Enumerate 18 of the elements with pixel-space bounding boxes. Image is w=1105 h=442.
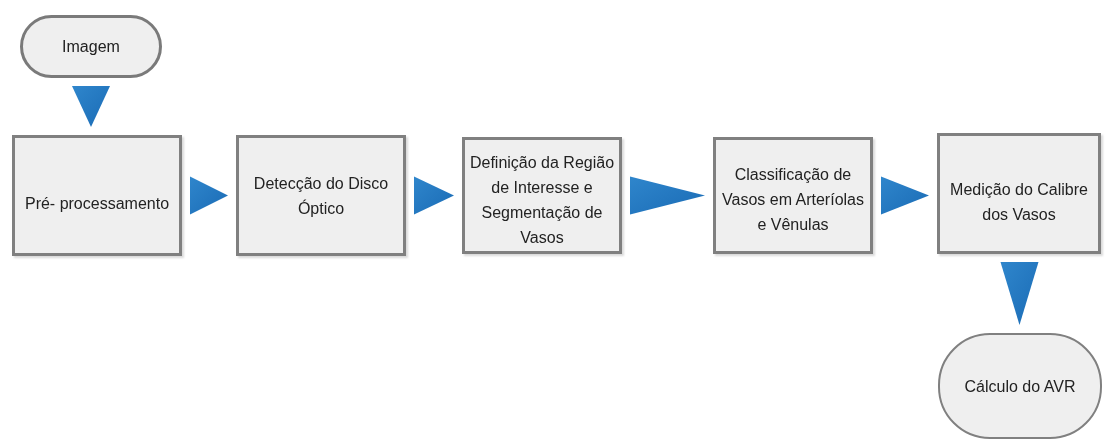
arrow — [414, 176, 454, 215]
arrow — [72, 86, 110, 127]
process-box — [462, 137, 622, 254]
arrow — [630, 176, 705, 215]
node-label: Imagem — [61, 37, 121, 57]
node-label: Medição do Calibre dos Vasos — [949, 179, 1089, 225]
process-box — [12, 135, 182, 256]
process-box — [236, 135, 406, 256]
node-label: Cálculo do AVR — [963, 376, 1077, 397]
arrow — [881, 176, 929, 215]
arrow — [190, 176, 228, 215]
arrow — [1000, 262, 1039, 325]
node-label: Classificação de Vasos em Arteríolas e Vênulas — [721, 165, 865, 235]
node-label: Definição da Região de Interesse e Segmentação de Vasos — [468, 152, 616, 248]
node-label: Detecção do Disco Óptico — [252, 173, 390, 219]
process-box — [937, 133, 1101, 254]
node-label: Pré- processamento — [23, 194, 171, 214]
process-box — [713, 137, 873, 254]
